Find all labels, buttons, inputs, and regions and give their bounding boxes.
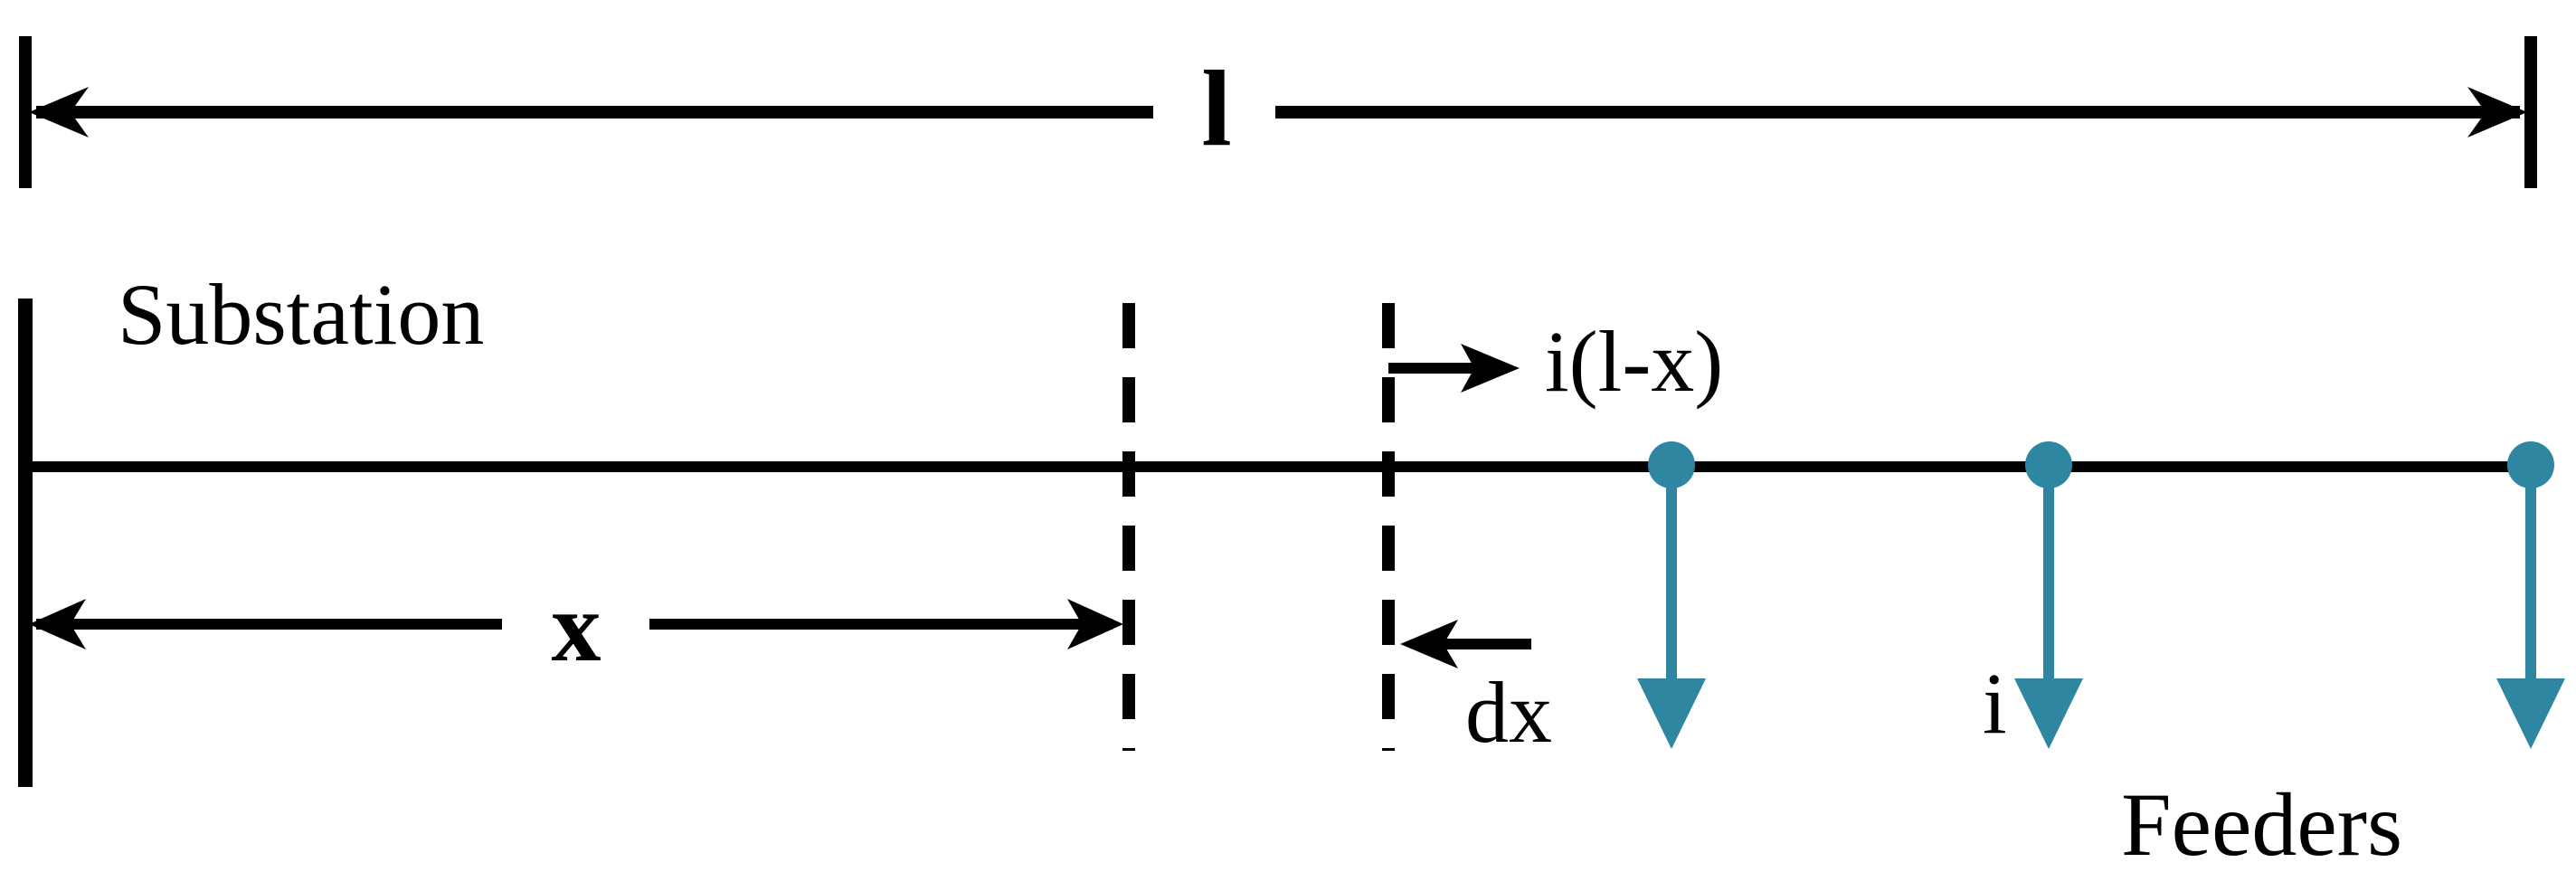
dx-arrow-head bbox=[1400, 620, 1458, 668]
distance-x-dimension bbox=[29, 599, 1123, 649]
distance-x-label: x bbox=[552, 572, 601, 682]
feeder-arrowhead-1 bbox=[1637, 678, 1706, 749]
dx-label: dx bbox=[1465, 664, 1552, 761]
segment-current-label: i(l-x) bbox=[1545, 313, 1723, 410]
feeder-tap-2 bbox=[2014, 441, 2083, 749]
load-current-label: i bbox=[1983, 655, 2007, 752]
feeder-arrowhead-2 bbox=[2014, 678, 2083, 749]
feeder-tap-3 bbox=[2496, 441, 2565, 749]
segment-current-arrow bbox=[1388, 344, 1520, 393]
length-label: l bbox=[1201, 48, 1231, 168]
feeder-tap-1 bbox=[1637, 441, 1706, 749]
distance-x-head-right bbox=[1067, 599, 1123, 649]
length-arrowhead-left bbox=[29, 87, 89, 137]
segment-current-head bbox=[1461, 344, 1520, 393]
feeders-label: Feeders bbox=[2121, 774, 2402, 872]
distance-x-head-left bbox=[29, 599, 86, 649]
feeder-arrowhead-3 bbox=[2496, 678, 2565, 749]
length-dimension: l bbox=[19, 36, 2537, 188]
dx-arrow bbox=[1400, 620, 1531, 668]
length-arrowhead-right bbox=[2467, 87, 2527, 137]
substation-label: Substation bbox=[118, 266, 484, 363]
